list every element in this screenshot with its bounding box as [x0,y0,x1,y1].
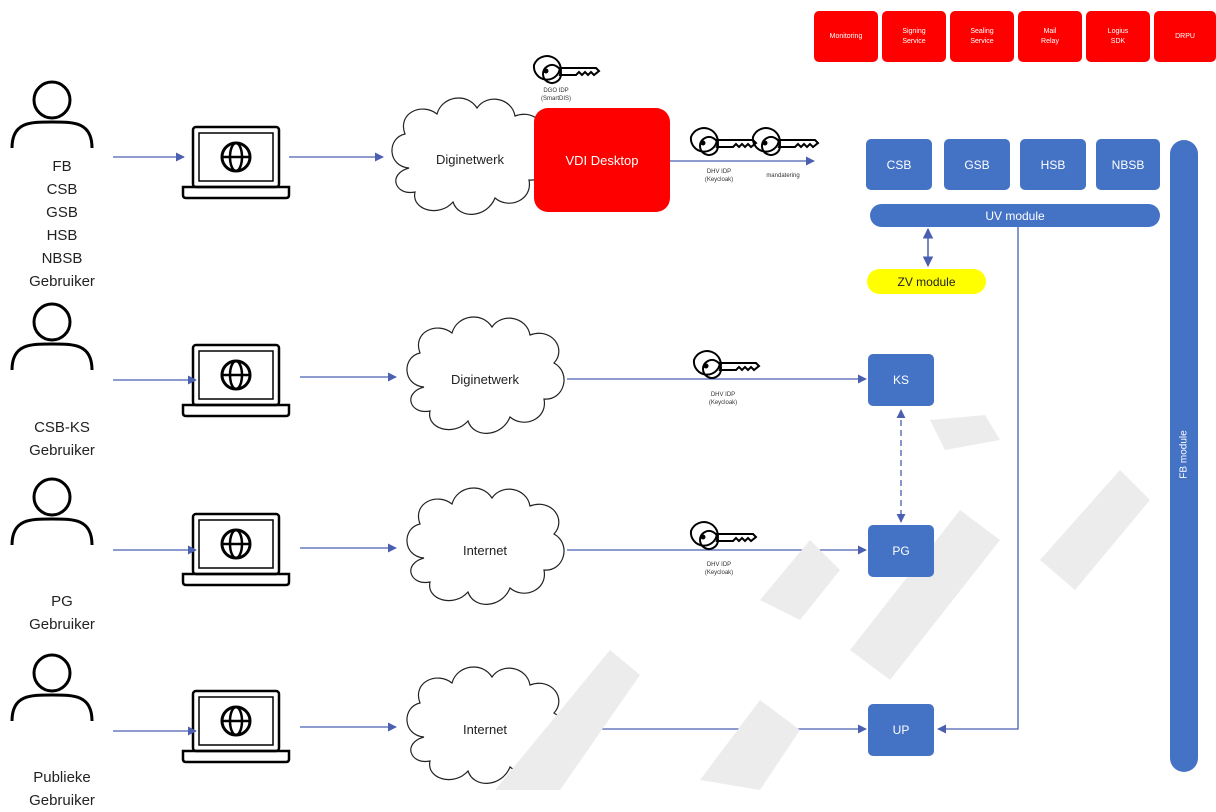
network-label-2: Diginetwerk [451,372,519,387]
service-sealing[interactable]: Sealing Service [950,11,1014,62]
key-icon-keycloak-ks [692,350,760,380]
person-icon-pg [10,477,94,547]
key-label-smartdis: DGO IDP (SmartDIS) [541,88,571,102]
laptop-icon-csb-ks [181,343,291,418]
module-gsb[interactable]: GSB [944,139,1010,190]
network-label-1: Diginetwerk [436,152,504,167]
key-icon-mandatering [751,127,819,157]
user-label-csb-ks: CSB-KS Gebruiker [29,419,95,459]
laptop-icon-pg [181,512,291,587]
laptop-icon-fb [181,125,291,200]
key-icon-keycloak-vdi [689,127,757,157]
key-label-mandatering: mandatering [766,173,800,179]
target-up[interactable]: UP [868,704,934,756]
user-label-publiek: Publieke Gebruiker [29,769,95,809]
zv-module[interactable]: ZV module [867,269,986,294]
laptop-icon-publiek [181,689,291,764]
key-icon-keycloak-pg [689,521,757,551]
service-mail-relay[interactable]: Mail Relay [1018,11,1082,62]
user-label-pg: PG Gebruiker [29,593,95,633]
service-signing[interactable]: Signing Service [882,11,946,62]
draft-watermark [495,415,1150,790]
vdi-desktop-box[interactable]: VDI Desktop [534,108,670,212]
key-label-keycloak-vdi: DHV IDP (Keycloak) [704,169,734,183]
target-ks[interactable]: KS [868,354,934,406]
user-label-fb: FB CSB GSB HSB NBSB Gebruiker [29,158,95,290]
connector-uv-up [937,225,1019,734]
uv-module-label: UV module [985,208,1045,223]
module-hsb[interactable]: HSB [1020,139,1086,190]
key-label-keycloak-ks: DHV IDP (Keycloak) [708,392,738,406]
vdi-desktop-label: VDI Desktop [565,152,639,168]
module-nbsb[interactable]: NBSB [1096,139,1160,190]
zv-module-label: ZV module [897,274,956,289]
module-csb[interactable]: CSB [866,139,932,190]
person-icon-csb-ks [10,302,94,372]
uv-module-bar[interactable]: UV module [870,204,1160,227]
fb-module-bar[interactable] [1170,140,1198,772]
service-logius-sdk[interactable]: Logius SDK [1086,11,1150,62]
target-pg[interactable]: PG [868,525,934,577]
network-label-4: Internet [462,722,508,737]
person-icon-fb [10,80,94,150]
service-monitoring[interactable]: Monitoring [814,11,878,62]
key-label-keycloak-pg: DHV IDP (Keycloak) [704,562,734,576]
fb-module-label: FB module [1178,430,1190,479]
person-icon-publiek [10,653,94,723]
service-drpu[interactable]: DRPU [1154,11,1216,62]
key-icon-smartdis [532,55,600,85]
network-label-3: Internet [462,543,508,558]
